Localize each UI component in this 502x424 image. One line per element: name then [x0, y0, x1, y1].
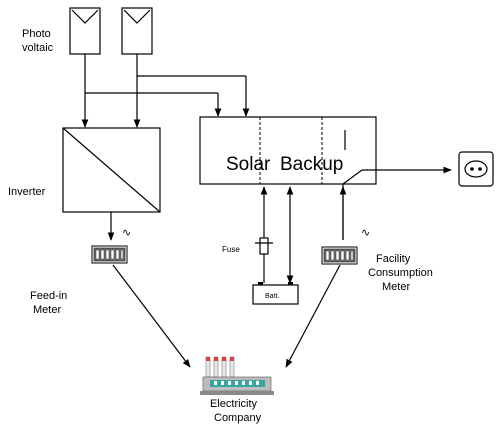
company-to-facility-arrow — [285, 264, 341, 368]
pv-wiring — [81, 54, 250, 128]
electricity-company-label-2: Company — [214, 412, 262, 424]
inverter-label: Inverter — [8, 186, 46, 198]
outlet-icon — [458, 151, 494, 187]
feed-in-meter-icon — [91, 245, 128, 264]
fuse-label: Fuse — [222, 245, 240, 254]
ac-symbol-facility: ∿ — [361, 227, 370, 239]
battery-label: Batt. — [265, 293, 279, 300]
solar-backup-label-left: Solar — [226, 154, 271, 175]
facility-meter-icon — [321, 246, 358, 265]
ac-symbol-inverter: ∿ — [122, 227, 131, 239]
facility-meter-label-1: Facility — [376, 253, 411, 265]
facility-meter-label-3: Meter — [382, 281, 410, 293]
photovoltaic-label-2: voltaic — [22, 42, 54, 54]
inverter-icon — [62, 127, 161, 213]
battery-icon — [252, 282, 299, 305]
feed-in-meter-label-2: Meter — [33, 304, 61, 316]
solar-backup-label-right: Backup — [280, 154, 343, 175]
photovoltaic-label-1: Photo — [22, 28, 51, 40]
pv-panel-left-icon — [69, 7, 101, 55]
feed-in-meter-label-1: Feed-in — [30, 290, 67, 302]
electricity-company-label-1: Electricity — [210, 398, 258, 410]
feed-in-to-company-arrow — [112, 264, 191, 368]
facility-meter-label-2: Consumption — [368, 267, 433, 279]
fuse-icon — [255, 186, 273, 283]
solar-backup-box — [199, 116, 377, 185]
pv-panel-right-icon — [121, 7, 153, 55]
power-plant-icon — [200, 356, 274, 395]
